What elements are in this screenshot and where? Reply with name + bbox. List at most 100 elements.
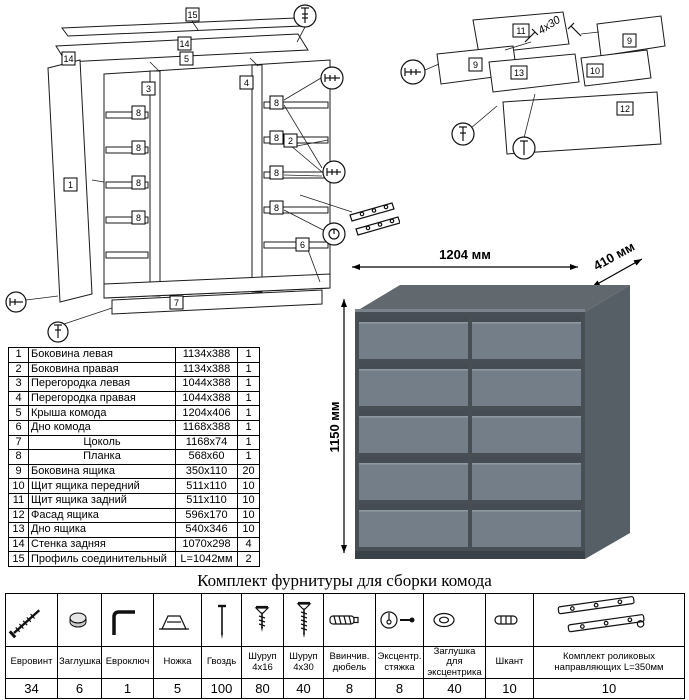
- hardware-qty: 10: [533, 678, 685, 700]
- part-num: 9: [8, 463, 29, 480]
- part-callout-8: 8: [131, 210, 146, 225]
- rail-part: [105, 111, 149, 119]
- part-qty: 1: [237, 390, 260, 407]
- part-name: Боковина ящика: [28, 463, 176, 480]
- hardware-name: Комплект роликовых направляющих L=350мм: [533, 645, 685, 680]
- hardware-qty: 8: [375, 678, 424, 700]
- svg-text:9: 9: [627, 36, 632, 46]
- drawer-exploded-diagram: 4x30 11 9 9 13 10 12: [400, 11, 666, 160]
- part-qty: 4: [237, 536, 260, 553]
- hardware-title: Комплект фурнитуры для сборки комода: [197, 571, 492, 590]
- part-num: 6: [8, 419, 29, 436]
- hardware-name: Ввинчив. дюбель: [323, 645, 376, 680]
- drawer-slide-icon: [349, 202, 400, 236]
- depth-dim-line: [591, 258, 643, 288]
- part-size: 568x60: [175, 449, 238, 465]
- svg-text:6: 6: [300, 240, 305, 250]
- cabinet-exploded-diagram: 15 14 14 5 1 3 4 2 6 7 8 8 8 8 8 8 8 8: [5, 4, 400, 343]
- dresser-side-face: [585, 285, 630, 559]
- drawer-front: [359, 410, 468, 453]
- part-qty: 1: [237, 347, 260, 363]
- hardware-name: Евроключ: [101, 645, 154, 680]
- rail-part: [105, 216, 149, 224]
- part-qty: 1: [237, 434, 260, 451]
- part-callout-8: 8: [131, 140, 146, 155]
- part-num: 1: [8, 347, 29, 363]
- svg-text:8: 8: [136, 178, 141, 188]
- hardware-names-row: Евровинт Заглушка Евроключ Ножка Гвоздь …: [5, 645, 685, 680]
- svg-text:8: 8: [274, 203, 279, 213]
- part-name: Крыша комода: [28, 405, 176, 421]
- screw-callout-icon: [451, 122, 475, 146]
- hardware-name: Шуруп 4x30: [283, 645, 324, 680]
- part-qty: 10: [237, 478, 260, 494]
- part-name: Профиль соединительный: [28, 551, 176, 567]
- svg-text:11: 11: [516, 26, 525, 36]
- profile-part: [61, 17, 303, 37]
- part-callout-14: 14: [61, 51, 76, 66]
- part-qty: 1: [237, 449, 260, 465]
- nail-callout-icon: [512, 136, 536, 160]
- svg-text:10: 10: [590, 66, 600, 76]
- svg-text:14: 14: [179, 39, 189, 49]
- svg-text:8: 8: [274, 168, 279, 178]
- part-num: 4: [8, 390, 29, 407]
- part-num: 14: [8, 536, 29, 553]
- part-size: 1168x74: [175, 434, 238, 451]
- depth-dim-label: 410 мм: [591, 239, 637, 274]
- hardware-qty: 10: [485, 678, 534, 700]
- rail-part: [263, 101, 329, 109]
- part-size: 1044x388: [175, 376, 238, 392]
- hardware-name: Эксцентр. стяжка: [375, 645, 424, 680]
- hardware-qty: 34: [5, 678, 58, 700]
- threaded-dowel-icon: [329, 615, 359, 625]
- euroscrew-icon: [8, 609, 41, 639]
- bolt-callout-icon: [293, 4, 317, 28]
- part-name: Перегородка левая: [28, 376, 176, 392]
- dresser-base: [355, 551, 585, 559]
- part-qty: 1: [237, 419, 260, 436]
- svg-text:7: 7: [174, 298, 179, 308]
- part-name: Перегородка правая: [28, 390, 176, 407]
- part-size: 1134x388: [175, 347, 238, 363]
- part-callout-15: 15: [185, 7, 200, 22]
- part-callout-14: 14: [177, 36, 192, 51]
- cam-lock-callout-icon: [322, 222, 346, 246]
- part-callout-7: 7: [169, 295, 184, 310]
- drawer-front: [472, 316, 581, 359]
- svg-text:15: 15: [187, 10, 197, 20]
- hardware-name: Шуруп 4x16: [241, 645, 284, 680]
- hardware-name: Ножка: [153, 645, 202, 680]
- part-size: 596x170: [175, 507, 238, 524]
- part-name: Цоколь: [28, 434, 176, 451]
- hardware-name: Заглушка для эксцентрика: [423, 645, 486, 680]
- part-size: 1134x388: [175, 361, 238, 378]
- part-callout-8: 8: [269, 200, 284, 215]
- part-name: Дно комода: [28, 419, 176, 436]
- part-callout-8: 8: [269, 130, 284, 145]
- screw-4x16-icon: [254, 605, 270, 632]
- part-num: 8: [8, 449, 29, 465]
- part-name: Фасад ящика: [28, 507, 176, 524]
- drawer-front: [472, 410, 581, 453]
- part-num: 5: [8, 405, 29, 421]
- part-callout-5: 5: [179, 51, 194, 66]
- plinth-part: [111, 289, 323, 315]
- part-qty: 2: [237, 551, 260, 567]
- part-callout-12: 12: [616, 101, 634, 116]
- part-qty: 10: [237, 522, 260, 538]
- hardware-icons-row: [5, 593, 685, 647]
- wood-dowel-icon: [494, 615, 518, 625]
- hardware-qty: 6: [57, 678, 102, 700]
- hardware-qty: 40: [423, 678, 486, 700]
- part-size: L=1042мм: [175, 551, 238, 567]
- screw-note-icons: [524, 22, 582, 43]
